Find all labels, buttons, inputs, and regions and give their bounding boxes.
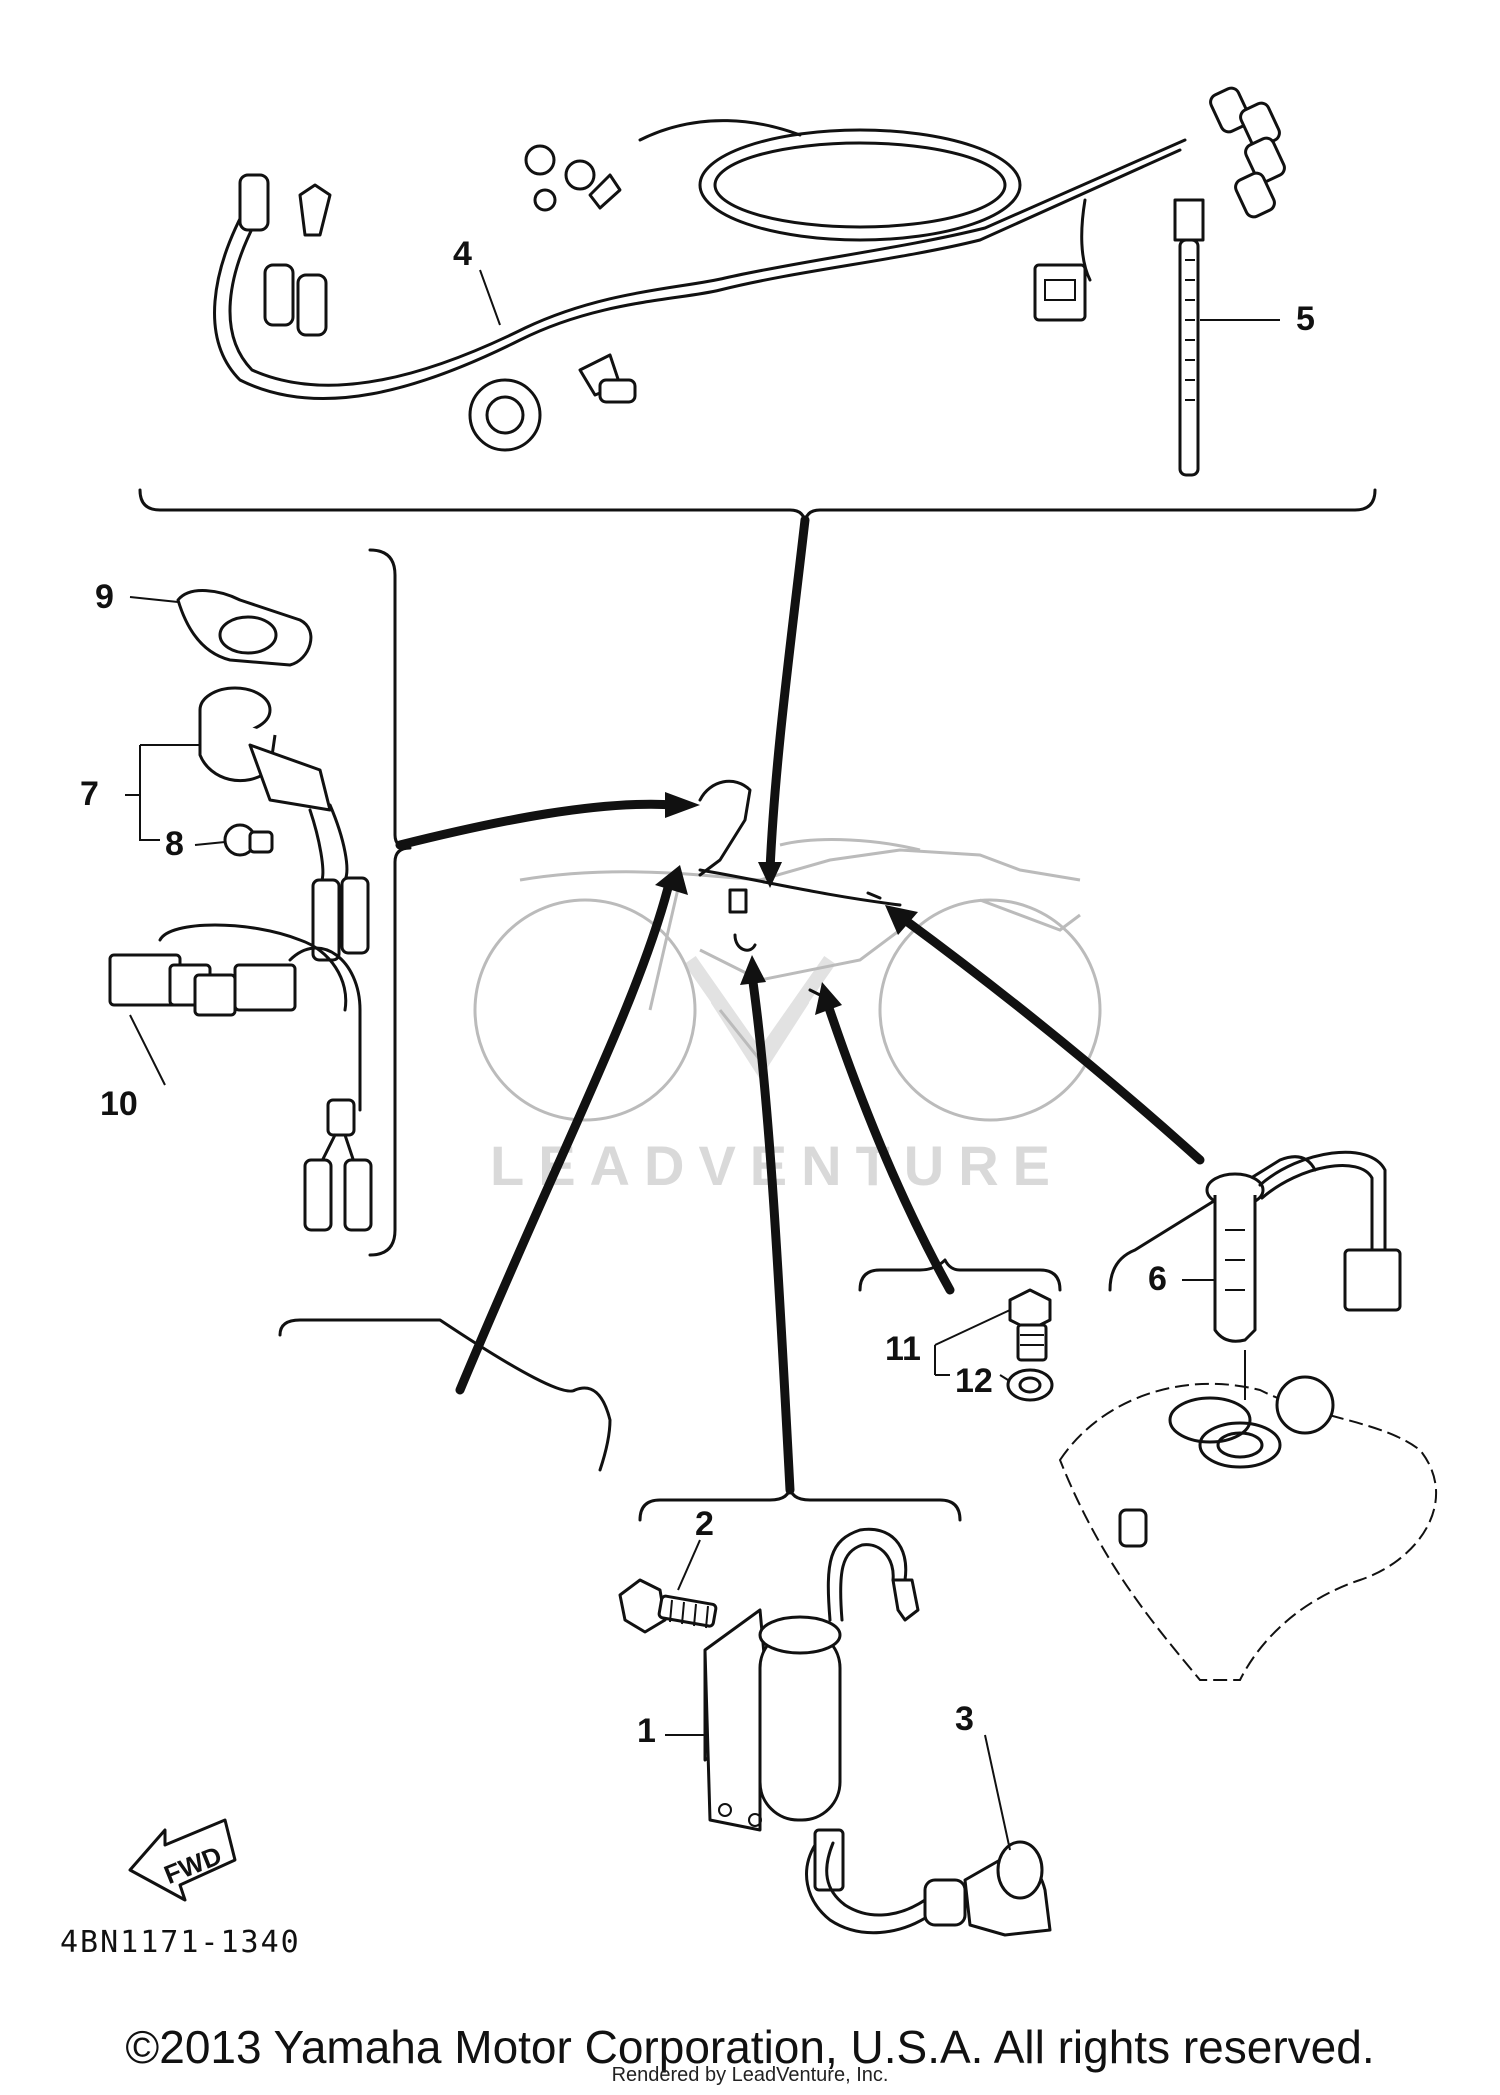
watermark-logo: LEADVENTURE (490, 955, 1050, 1197)
frame-detail (698, 779, 902, 997)
plug-cap (805, 1840, 1052, 1937)
callout-1: 1 (637, 1712, 656, 1750)
callout-3: 3 (955, 1700, 974, 1738)
copyright-notice: ©2013 Yamaha Motor Corporation, U.S.A. A… (125, 2021, 1375, 2073)
part-code: 4BN1171-1340 (60, 1925, 301, 1960)
motorcycle-outline (473, 838, 1102, 1122)
callout-5: 5 (1296, 300, 1315, 338)
brace-left-group (368, 548, 412, 1257)
rendered-by-notice: Rendered by LeadVenture, Inc. (611, 2064, 889, 2086)
ignition-coil (703, 1527, 920, 1892)
callout-11: 11 (885, 1330, 921, 1368)
callout-7: 7 (80, 775, 99, 813)
callout-2: 2 (695, 1505, 714, 1543)
bulb (223, 823, 274, 857)
callout-labels: 1 2 3 4 5 6 7 8 9 10 11 12 (80, 235, 1315, 1750)
bolt (618, 1578, 718, 1634)
fwd-arrow: FWD (128, 1818, 237, 1902)
brace-left-bottom (278, 1318, 612, 1472)
switch-plate (176, 589, 313, 667)
main-switch (198, 686, 370, 962)
brace-coil (638, 1483, 962, 1522)
callout-6: 6 (1148, 1260, 1167, 1298)
connector-block (108, 923, 373, 1232)
callout-4: 4 (453, 235, 472, 273)
fuel-sender (1058, 1150, 1438, 1681)
callout-9: 9 (95, 578, 114, 616)
brace-harness (138, 488, 1377, 527)
screw-and-washer (858, 1258, 1062, 1402)
wire-harness (213, 86, 1286, 452)
leader-lines (125, 269, 1280, 1851)
callout-10: 10 (100, 1085, 138, 1123)
cable-band (1173, 198, 1205, 477)
pointer-arrows (395, 515, 1205, 1495)
callout-12: 12 (955, 1362, 993, 1400)
callout-8: 8 (165, 825, 184, 863)
